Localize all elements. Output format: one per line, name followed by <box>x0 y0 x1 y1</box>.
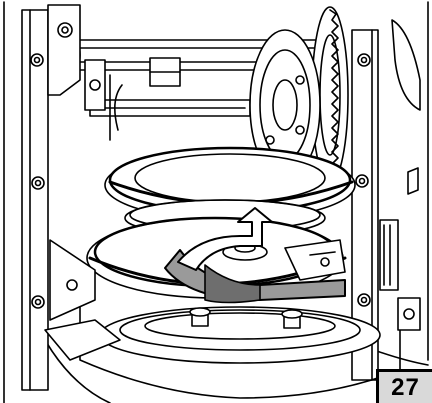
bolt-icon <box>357 293 371 307</box>
bolt-icon <box>31 176 45 190</box>
step-number: 27 <box>391 373 420 401</box>
upper-left-bracket <box>47 4 106 111</box>
lower-left-bracket <box>44 239 121 361</box>
bolt-icon <box>30 53 44 67</box>
left-post <box>21 9 49 391</box>
bolt-icon <box>31 295 45 309</box>
bolt-icon <box>357 53 371 67</box>
mandrel-housing <box>79 299 401 399</box>
lower-bolts <box>189 307 303 329</box>
step-number-badge: 27 <box>376 369 432 403</box>
idler-bracket <box>284 239 346 281</box>
right-side-hardware <box>379 19 421 331</box>
arrow-curve-icon <box>177 207 273 271</box>
bolt-icon <box>355 174 369 188</box>
